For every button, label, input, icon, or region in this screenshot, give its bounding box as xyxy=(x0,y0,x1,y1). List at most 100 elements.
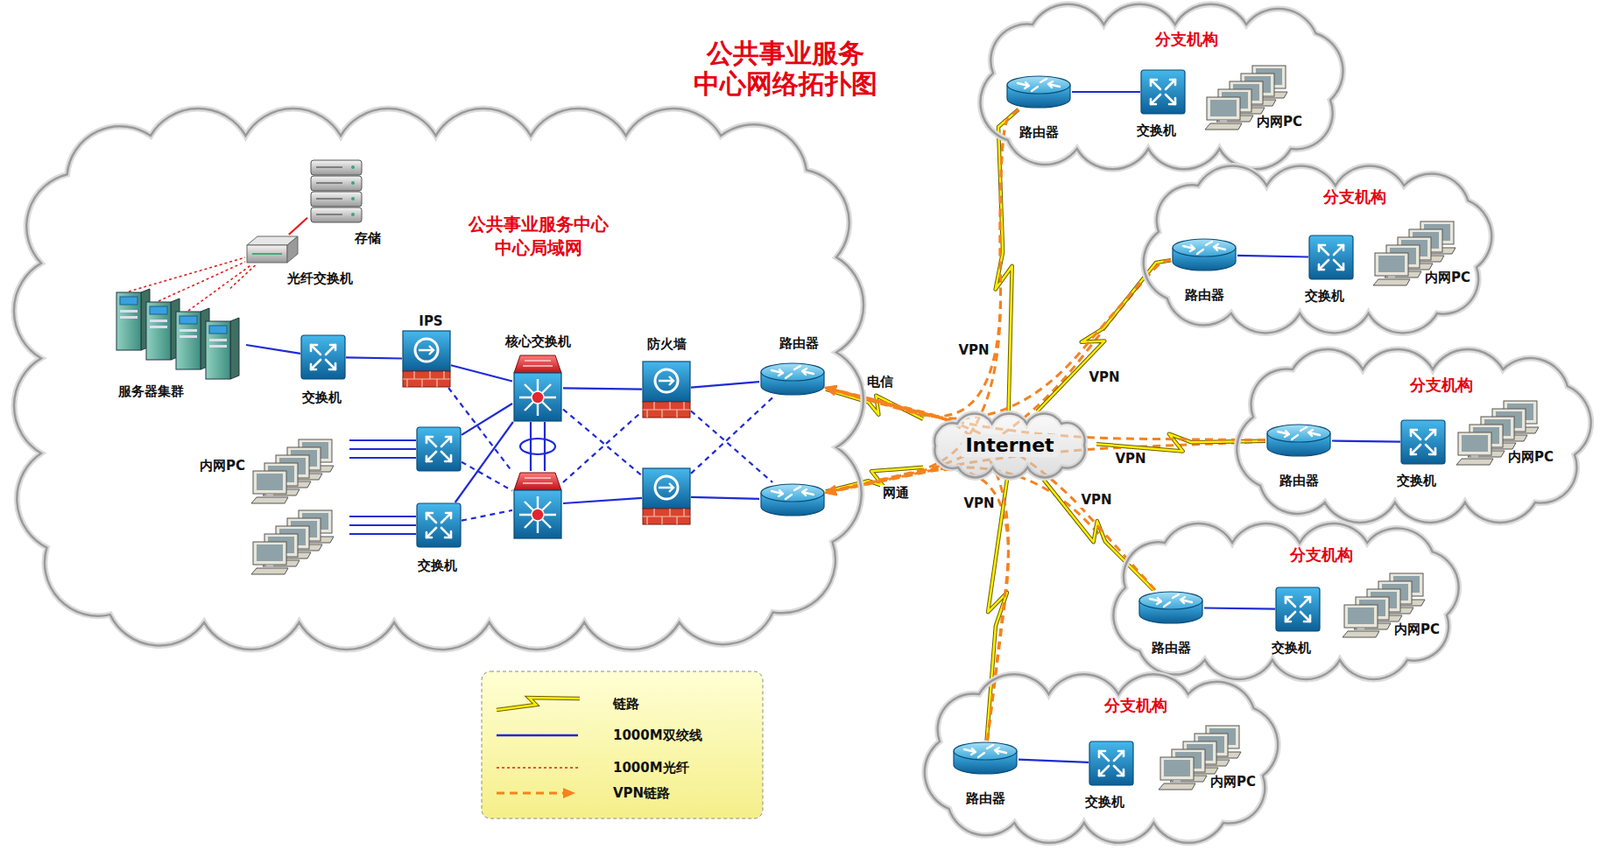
legend-fiber-sample xyxy=(496,767,578,769)
path-part xyxy=(1113,523,1459,680)
g-part xyxy=(771,486,814,500)
path-part xyxy=(1099,751,1124,776)
path-part xyxy=(658,376,674,386)
link-label: VPN xyxy=(955,342,992,359)
rect-part xyxy=(1461,435,1488,452)
router-icon-shape xyxy=(1265,422,1333,459)
path-part xyxy=(1318,245,1344,270)
rect-part xyxy=(310,191,362,207)
internet-cloud: Internet xyxy=(923,411,1097,480)
device-label: IPS xyxy=(418,313,443,330)
tw-connector xyxy=(246,345,301,354)
firewall-icon: 防火墙 xyxy=(641,360,691,419)
path-part xyxy=(230,317,240,380)
path-part xyxy=(934,414,1085,479)
link-label: VPN xyxy=(1085,369,1122,386)
path-part xyxy=(426,513,452,538)
rect-part xyxy=(246,245,288,263)
g-part xyxy=(1318,245,1344,270)
device-label: 路由器 xyxy=(779,335,819,352)
path-part xyxy=(802,368,814,375)
rect-part xyxy=(1401,420,1445,465)
ellipse-part xyxy=(953,742,1017,761)
pc-group-icon: 内网PC xyxy=(1458,401,1555,466)
router-icon: 路由器 xyxy=(759,361,826,397)
vpn-line xyxy=(825,260,1171,493)
rect-part xyxy=(402,371,451,388)
twd-line xyxy=(461,510,513,522)
switch-icon-shape xyxy=(300,334,346,381)
tw-line xyxy=(455,422,514,503)
path-part xyxy=(1213,244,1226,251)
device-label: 交换机 xyxy=(1271,640,1312,656)
path-part xyxy=(514,355,562,374)
path-part xyxy=(514,472,562,491)
stack-ring xyxy=(520,438,556,455)
legend-text: 1000M光纤 xyxy=(613,760,690,776)
router-icon xyxy=(761,484,825,516)
device-label: 交换机 xyxy=(302,389,342,406)
server-cluster-icon: 服务器集群 xyxy=(114,288,247,381)
path-part xyxy=(1277,430,1290,438)
rect-part xyxy=(642,361,691,402)
path-part xyxy=(266,493,274,497)
branch-cloud: 分支机构路由器交换机内网PC xyxy=(1135,162,1500,337)
path-part xyxy=(1031,86,1038,92)
rect-part xyxy=(256,473,283,491)
circle-part xyxy=(351,212,355,217)
device-label: 交换机 xyxy=(1396,472,1437,489)
g-part xyxy=(1099,751,1124,776)
path-part xyxy=(924,674,1278,844)
vpn-connector xyxy=(825,260,1171,419)
rect-part xyxy=(402,331,451,372)
rect-part xyxy=(1374,253,1409,276)
rect-part xyxy=(209,345,227,348)
switch-icon: 交换机 xyxy=(300,334,346,381)
rect-part xyxy=(301,335,346,380)
ellipse-part xyxy=(1139,592,1203,610)
layout-wires xyxy=(128,109,1266,741)
stack-line xyxy=(530,422,545,472)
tw-line xyxy=(451,365,513,381)
circle-part xyxy=(351,197,355,201)
path-part xyxy=(251,568,289,575)
path-part xyxy=(1017,82,1030,89)
fw-icon xyxy=(642,468,691,525)
link-outline xyxy=(1043,479,1154,591)
path-part xyxy=(1300,427,1307,431)
path-part xyxy=(426,437,452,462)
twd-connector xyxy=(448,387,513,473)
rect-part xyxy=(1160,757,1194,781)
twd-connector xyxy=(461,510,513,522)
path-part xyxy=(1163,602,1171,607)
twd-connector xyxy=(690,411,773,484)
pc-group-icon: 内网PC xyxy=(1206,65,1304,131)
path-part xyxy=(964,748,976,755)
link-connector xyxy=(1043,479,1154,591)
device-label: 服务器集群 xyxy=(118,383,184,400)
circle-part xyxy=(531,391,544,404)
switch-icon: 交换机 xyxy=(1400,419,1446,466)
path-part xyxy=(785,373,792,379)
rect-part xyxy=(116,292,141,351)
path-part xyxy=(1388,275,1396,279)
path-part xyxy=(1456,458,1494,466)
path-part xyxy=(1150,79,1176,105)
branch-cloud: 分支机构路由器交换机内网PC xyxy=(1102,520,1470,684)
cloud-heading: 分支机构 xyxy=(1409,375,1474,395)
rect-part xyxy=(209,338,227,342)
tw-connector xyxy=(455,422,514,503)
path-part xyxy=(1342,631,1380,638)
switch-icon-shape xyxy=(1275,586,1321,633)
path-part xyxy=(1291,435,1298,440)
diagram-title: 公共事业服务 中心网络拓扑图 xyxy=(680,37,891,99)
path-part xyxy=(1158,783,1196,790)
rect-part xyxy=(1344,605,1378,628)
path-part xyxy=(978,753,985,758)
g-part xyxy=(1150,79,1176,105)
twd-connector xyxy=(461,462,513,492)
path-part xyxy=(794,486,801,491)
rect-part xyxy=(1163,760,1191,777)
tw-connector xyxy=(563,498,642,504)
